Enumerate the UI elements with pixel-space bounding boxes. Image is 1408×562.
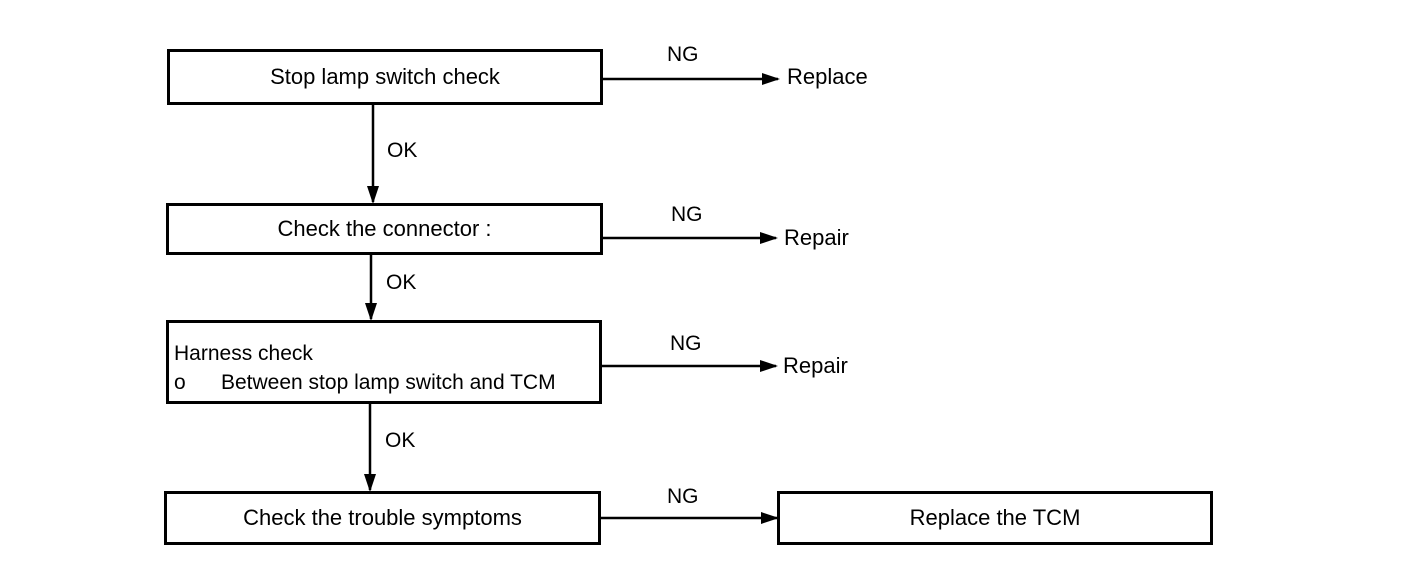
step-bullet-line-3: o Between stop lamp switch and TCM: [174, 368, 599, 397]
ok-label-1: OK: [387, 139, 418, 162]
ng-label-4: NG: [667, 485, 699, 508]
outcome-3: Repair: [783, 353, 848, 378]
ok-label-3: OK: [385, 429, 416, 452]
ng-label-2: NG: [671, 203, 703, 226]
step-label-1: Stop lamp switch check: [270, 64, 500, 89]
step-box-4: Check the trouble symptoms: [164, 491, 601, 545]
step-box-1: Stop lamp switch check: [167, 49, 603, 105]
step-label-4: Check the trouble symptoms: [243, 505, 522, 530]
ok-label-2: OK: [386, 271, 417, 294]
ng-label-1: NG: [667, 43, 699, 66]
step-box-3: Harness check o Between stop lamp switch…: [166, 320, 602, 404]
final-box: Replace the TCM: [777, 491, 1213, 545]
final-box-label: Replace the TCM: [909, 505, 1081, 530]
step-item-3: Between stop lamp switch and TCM: [221, 371, 556, 394]
step-label-2: Check the connector :: [277, 216, 492, 241]
outcome-2: Repair: [784, 225, 849, 250]
outcome-1: Replace: [787, 64, 868, 89]
ng-label-3: NG: [670, 332, 702, 355]
step-title-3: Harness check: [174, 342, 313, 365]
step-box-2: Check the connector :: [166, 203, 603, 255]
bullet-mark: o: [174, 371, 186, 394]
